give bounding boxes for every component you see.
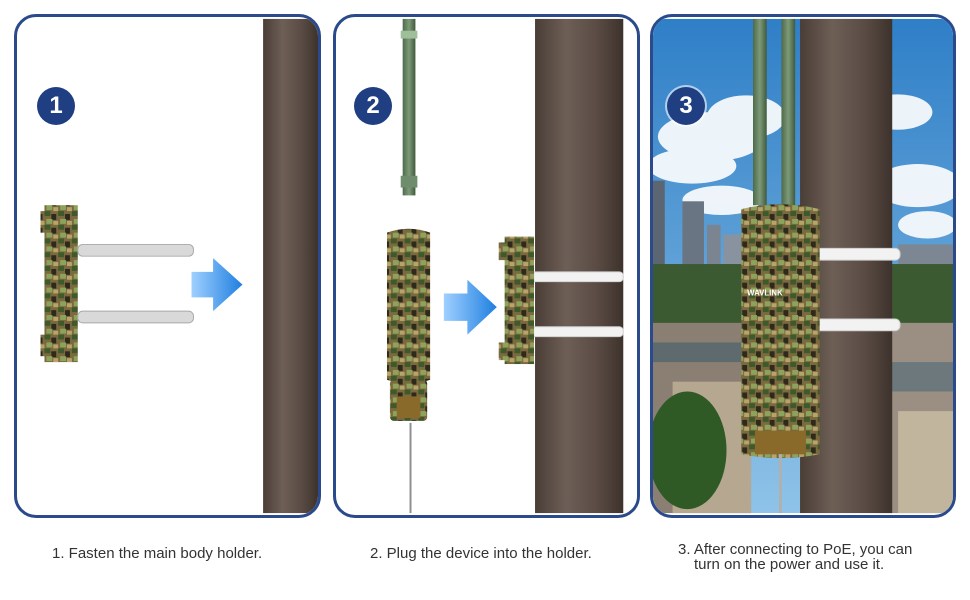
step-2-illustration — [386, 18, 624, 514]
mounting-bracket — [40, 205, 194, 363]
arrow-icon — [191, 258, 243, 312]
step-1-illustration — [40, 18, 318, 514]
step-2-caption: 2. Plug the device into the holder. — [370, 545, 592, 562]
strap — [524, 271, 624, 283]
step-1-caption: 1. Fasten the main body holder. — [52, 545, 263, 562]
step-2-panel: 2 — [333, 14, 640, 518]
arrow-icon — [443, 279, 497, 335]
step-3-panel: WAVLINK 3 — [650, 14, 956, 518]
tree — [653, 391, 727, 510]
step-number-badge: 2 — [354, 87, 392, 125]
pole — [263, 18, 318, 514]
step-1-panel: 1 — [14, 14, 321, 518]
step-3-caption-line-2: turn on the power and use it. — [694, 556, 885, 573]
step-number-badge: 3 — [667, 87, 705, 125]
mounting-bracket — [498, 236, 535, 365]
pole — [535, 18, 624, 514]
access-point-device — [741, 204, 820, 514]
step-number-badge: 1 — [37, 87, 75, 125]
antenna — [781, 18, 796, 206]
device-logo: WAVLINK — [747, 288, 783, 297]
strap — [524, 326, 624, 338]
access-point-device — [386, 18, 431, 514]
step-3-caption-line-1: 3. After connecting to PoE, you can — [678, 541, 913, 558]
step-3-photo: WAVLINK — [653, 18, 953, 514]
antenna — [753, 18, 767, 206]
step-3-caption: 3. After connecting to PoE, you can turn… — [678, 542, 968, 572]
